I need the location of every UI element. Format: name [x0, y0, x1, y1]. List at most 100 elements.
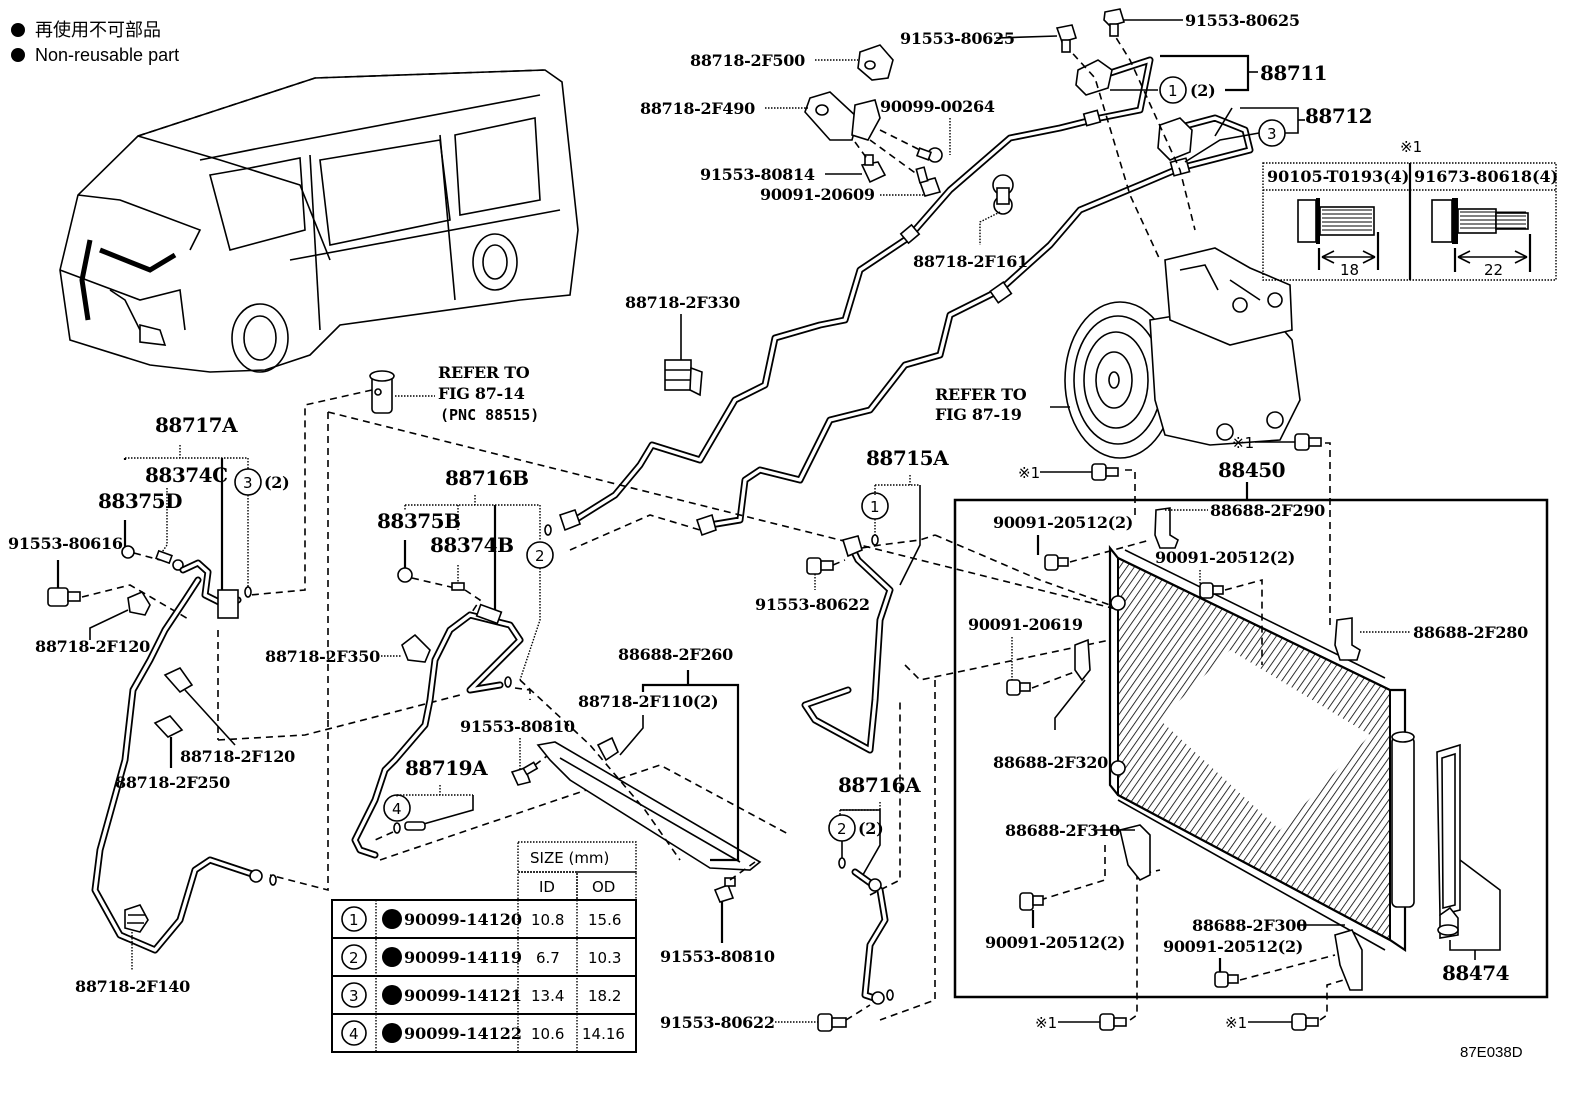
note-1-mark: ※1 [1035, 1014, 1057, 1032]
pipe-end-nut [558, 508, 582, 532]
callout-4-number: 4 [392, 800, 402, 818]
expansion-valve [369, 370, 395, 414]
valve-core-88374B [451, 582, 465, 591]
bolt-length: 22 [1484, 261, 1503, 279]
label-90091-20512: 90091-20512(2) [1163, 937, 1303, 956]
table-row: 2 90099-14119 6.7 10.3 [341, 944, 621, 970]
label-88712: 88712 [1305, 104, 1372, 128]
pipe-end-nut [695, 513, 717, 537]
non-reusable-bullet-icon [11, 23, 25, 37]
nut-91553-80814 [860, 154, 887, 184]
clamp-88718-2F161 [992, 174, 1014, 215]
bolt-91553-80625-a [1055, 24, 1078, 53]
pipe-end-nut [871, 991, 885, 1005]
table-part-number: 90099-14121 [404, 986, 522, 1005]
label-91553-80622: 91553-80622 [660, 1013, 775, 1032]
label-88718-2F120: 88718-2F120 [35, 637, 150, 656]
table-callout: 3 [349, 987, 359, 1005]
bracket-88688-2F280 [1334, 617, 1361, 661]
label-88718-2F490: 88718-2F490 [640, 99, 755, 118]
pipe-end-nut [841, 535, 863, 558]
label-88688-2F320: 88688-2F320 [993, 753, 1108, 772]
label-91553-80810: 91553-80810 [660, 947, 775, 966]
compressor [1064, 247, 1301, 459]
label-91553-80810: 91553-80810 [460, 717, 575, 736]
label-88688-2F310: 88688-2F310 [1005, 821, 1120, 840]
bolt-22mm-icon: 22 [1431, 198, 1532, 279]
bolt-90091-20512 [1044, 554, 1069, 571]
label-90099-00264: 90099-00264 [880, 97, 995, 116]
bracket-88688-2F290 [1154, 507, 1179, 549]
bolt-91553-80810-a [510, 761, 539, 786]
bolt-note-mark: ※1 [1400, 138, 1422, 156]
bracket-88688-2F320 [1074, 638, 1091, 682]
label-88718-2F250: 88718-2F250 [115, 773, 230, 792]
o-ring-size-table: SIZE (mm) ID OD 1 90099-14120 10.8 15.6 … [331, 841, 637, 1053]
table-od: 14.16 [582, 1025, 625, 1043]
callout-2-number: 2 [837, 820, 847, 838]
label-88718-2F161: 88718-2F161 [913, 252, 1028, 271]
bolt-note1 [1091, 463, 1119, 481]
label-88375B: 88375B [377, 509, 460, 533]
pipe-end-nut [249, 869, 263, 883]
bolt-91553-80625-b [1103, 8, 1126, 37]
table-row: 4 90099-14122 10.6 14.16 [341, 1020, 625, 1046]
label-88688-2F290: 88688-2F290 [1210, 501, 1325, 520]
non-reusable-bullet-icon [382, 909, 402, 929]
note-1-mark: ※1 [1232, 434, 1254, 452]
non-reusable-bullet-icon [382, 947, 402, 967]
legend-japanese: 再使用不可部品 [35, 20, 161, 40]
label-88716B: 88716B [445, 466, 528, 490]
bolt-90091-20512 [1214, 971, 1239, 988]
pipe-flange [1157, 117, 1193, 161]
label-refer-87-14-line3: (PNC 88515) [440, 406, 539, 424]
bolt-90091-20609 [915, 166, 942, 197]
label-91553-80814: 91553-80814 [700, 165, 815, 184]
hose-fitting [899, 223, 921, 245]
suction-hose-88712 [695, 114, 1254, 537]
table-part-number: 90099-14119 [404, 948, 522, 967]
callout-88711: 1 (2) 88711 [1110, 54, 1328, 104]
label-91553-80625: 91553-80625 [900, 29, 1015, 48]
fitting [172, 559, 184, 571]
label-90091-20609: 90091-20609 [760, 185, 875, 204]
label-88688-2F300: 88688-2F300 [1192, 916, 1307, 935]
desiccant-88474 [1436, 743, 1461, 939]
clip-88718-2F330 [664, 359, 703, 397]
pipe-bracket [217, 589, 239, 619]
bolt-90091-20512 [1019, 892, 1044, 911]
hose-fitting [989, 280, 1013, 304]
label-91553-80622: 91553-80622 [755, 595, 870, 614]
bolt-note1 [1291, 1013, 1319, 1031]
bolt-90091-20619 [1006, 679, 1031, 696]
non-reusable-bullet-icon [382, 985, 402, 1005]
label-88716A: 88716A [838, 773, 921, 797]
label-88375D: 88375D [98, 489, 182, 513]
bolt-91553-80616 [47, 587, 81, 607]
label-88718-2F110: 88718-2F110(2) [578, 692, 718, 711]
legend: 再使用不可部品 Non-reusable part [11, 20, 179, 65]
table-id: 10.8 [531, 911, 564, 929]
table-row: 3 90099-14121 13.4 18.2 [341, 982, 621, 1008]
label-90091-20512: 90091-20512(2) [993, 513, 1133, 532]
label-88719A: 88719A [405, 756, 488, 780]
label-88474: 88474 [1442, 961, 1510, 985]
bolt-part-number: 90105-T0193(4) [1267, 167, 1409, 186]
hose-fitting [475, 603, 503, 625]
cap-88375D [121, 545, 135, 559]
van-illustration [59, 69, 579, 373]
bolt-spec-box: ※1 90105-T0193(4) 91673-80618(4) 18 22 [1262, 138, 1558, 281]
label-90091-20512: 90091-20512(2) [985, 933, 1125, 952]
label-88718-2F350: 88718-2F350 [265, 647, 380, 666]
label-88718-2F330: 88718-2F330 [625, 293, 740, 312]
bolt-length: 18 [1340, 261, 1359, 279]
label-refer-87-19-line2: FIG 87-19 [935, 405, 1022, 424]
label-88718-2F140: 88718-2F140 [75, 977, 190, 996]
table-id: 10.6 [531, 1025, 564, 1043]
pipe-flange [1075, 59, 1113, 96]
pipe-end-nut [868, 878, 882, 892]
bolt-90099-00264 [915, 147, 943, 163]
discharge-hose-88711 [558, 56, 1154, 532]
label-88718-2F500: 88718-2F500 [690, 51, 805, 70]
bolt-91553-80622-b [817, 1013, 847, 1032]
